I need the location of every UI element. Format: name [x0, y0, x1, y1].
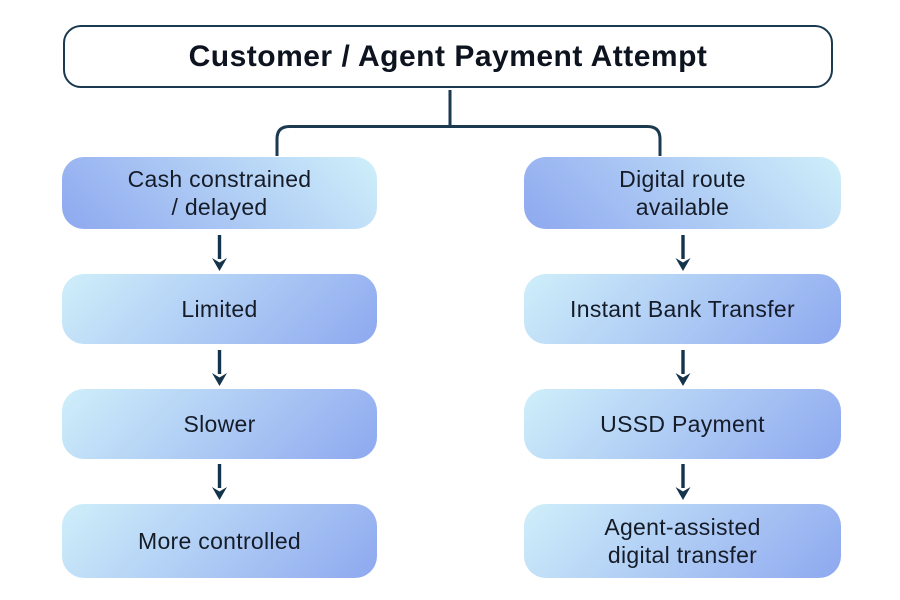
down-arrow-icon — [675, 235, 691, 271]
down-arrow-icon — [212, 464, 227, 500]
node-cash-constrained-delayed: Cash constrained / delayed — [62, 157, 377, 229]
node-more-controlled: More controlled — [62, 504, 377, 578]
node-agent-assisted-digital-transfer: Agent-assisted digital transfer — [524, 504, 841, 578]
node-instant-bank-transfer: Instant Bank Transfer — [524, 274, 841, 344]
node-limited: Limited — [62, 274, 377, 344]
node-slower: Slower — [62, 389, 377, 459]
down-arrow-icon — [212, 235, 227, 271]
branch-bracket-connector — [275, 125, 662, 156]
root-node-customer-agent-payment-attempt: Customer / Agent Payment Attempt — [63, 25, 833, 88]
down-arrow-icon — [675, 350, 691, 386]
down-arrow-icon — [675, 464, 691, 500]
down-arrow-icon — [212, 350, 227, 386]
node-digital-route-available: Digital route available — [524, 157, 841, 229]
node-ussd-payment: USSD Payment — [524, 389, 841, 459]
